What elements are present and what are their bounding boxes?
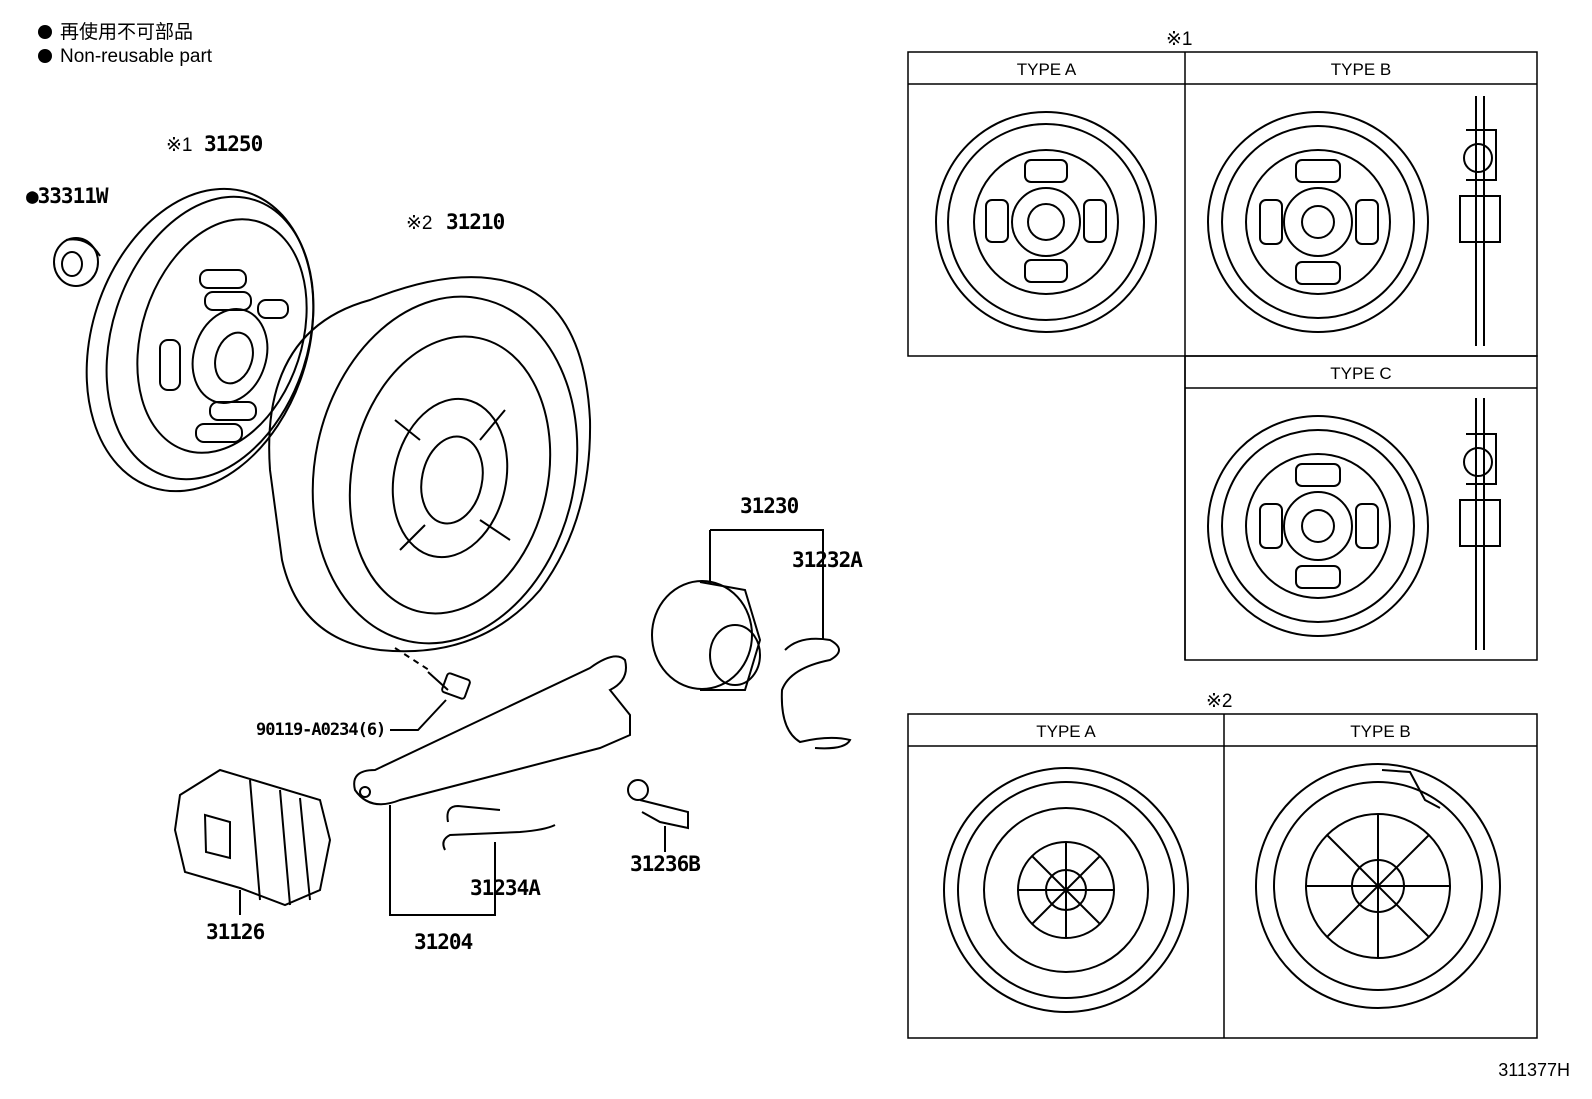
pressure-plate-drawing xyxy=(268,276,592,653)
fork-pivot-drawing xyxy=(627,779,689,852)
panel1-type-a-disc xyxy=(935,111,1157,333)
part-31204-label: 31204 xyxy=(414,930,473,954)
release-fork-drawing xyxy=(353,655,631,916)
fork-spring-drawing xyxy=(442,804,556,851)
part-31232a-label: 31232A xyxy=(792,548,863,572)
panel1-frame xyxy=(907,51,1538,661)
part-90119-label: 90119-A0234(6) xyxy=(256,720,386,740)
panel1-type-b-section xyxy=(1459,96,1501,346)
panel1-type-c-title: TYPE C xyxy=(1330,364,1392,383)
part-31126-label: 31126 xyxy=(206,920,265,944)
release-fork-boot-drawing xyxy=(173,768,332,915)
panel2-ref: ※2 xyxy=(1206,691,1233,712)
part-31234a-label: 31234A xyxy=(470,876,541,900)
panel1-type-a-title: TYPE A xyxy=(1016,60,1077,79)
panel2-type-a-plate xyxy=(943,767,1189,1013)
release-bearing-drawing xyxy=(651,529,824,691)
part-31210-ref: ※2 xyxy=(406,213,433,234)
part-31230-label: 31230 xyxy=(740,494,799,518)
part-31250-label: 31250 xyxy=(204,132,263,156)
pilot-bearing-drawing xyxy=(53,237,101,287)
hub-clip-drawing xyxy=(780,637,852,750)
panel2-type-a-title: TYPE A xyxy=(1036,722,1096,741)
legend-en: Non-reusable part xyxy=(38,46,212,68)
figure-code: 311377H xyxy=(1498,1060,1570,1080)
clutch-disc-drawing xyxy=(85,187,315,493)
panel2-type-b-plate xyxy=(1255,763,1501,1009)
panel1-type-b-title: TYPE B xyxy=(1330,60,1392,79)
panel2-type-b-title: TYPE B xyxy=(1350,722,1411,741)
bullet-icon xyxy=(38,49,52,63)
part-31236b-label: 31236B xyxy=(630,852,701,876)
bolt-drawing xyxy=(390,647,471,731)
part-33311w-label: ●33311W xyxy=(26,184,109,208)
panel2-frame xyxy=(907,713,1538,1039)
panel1-type-b-disc xyxy=(1207,111,1429,333)
legend-jp: 再使用不可部品 xyxy=(38,22,193,44)
part-31210-label: 31210 xyxy=(446,210,505,234)
panel1-type-c-section xyxy=(1459,398,1501,650)
panel1-ref: ※1 xyxy=(1166,29,1193,50)
panel1-type-c-disc xyxy=(1207,415,1429,637)
part-31250-ref: ※1 xyxy=(166,135,193,156)
bullet-icon xyxy=(38,25,52,39)
